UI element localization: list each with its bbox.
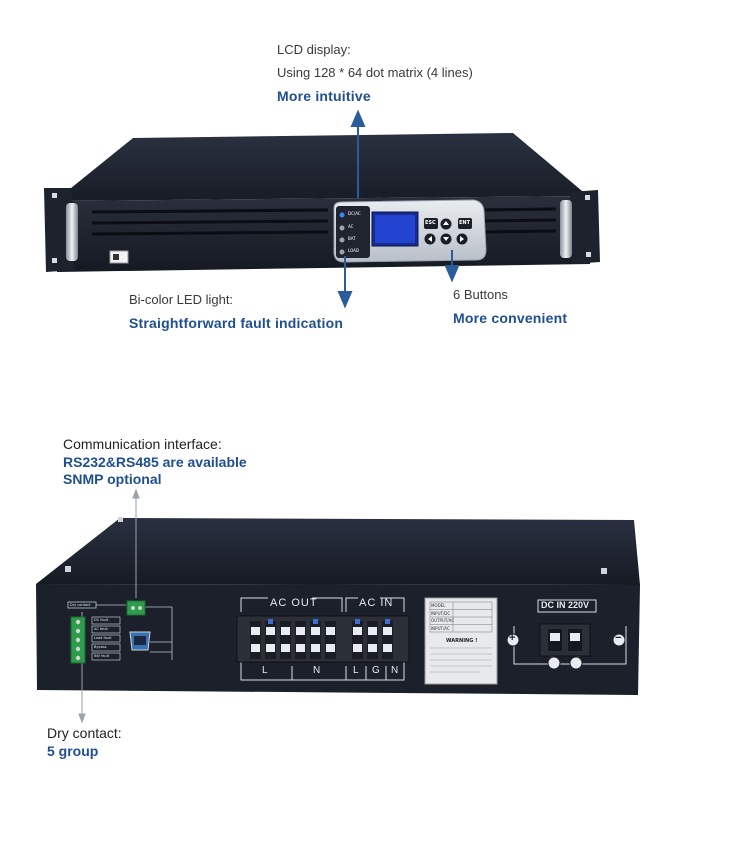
led-indicator-bat [339,237,345,243]
plate-row-model: MODEL [431,603,446,608]
ac-in-n-label: N [391,665,399,676]
buttons-callout-arrowhead-icon [444,265,460,283]
led-caption-highlight: Straightforward fault indication [129,315,344,331]
comm-caption-snmp: SNMP optional [63,471,162,487]
lcd-callout-arrowhead-icon [350,109,366,127]
plus-icon [506,633,520,647]
dry-contact-item-box [91,643,121,652]
ac-in-label: AC IN [359,597,394,609]
rack-screw [52,193,57,198]
led-label-ac: AC [348,224,354,229]
power-switch-rocker [113,254,119,260]
comm-callout-arrowhead-icon [132,488,140,499]
rack-ear-right [570,190,600,264]
ac-in-l-label: L [353,665,359,676]
lcd-caption-title: LCD display: [277,42,351,57]
front-chassis-top [55,133,588,201]
back-chassis-top [36,518,640,585]
chassis-screw [65,566,71,572]
buttons-caption-title: 6 Buttons [453,287,508,302]
left-arrow-icon [428,236,432,242]
plus-icon [547,656,561,670]
ac-terminal-screws [250,619,393,659]
dc-minus-label: − [615,632,622,644]
lcd-caption-highlight: More intuitive [277,88,371,104]
led-caption-title: Bi-color LED light: [129,292,234,307]
led-indicator-load [339,249,345,255]
ac-out-n-label: N [313,665,321,676]
minus-icon [569,656,583,670]
dry-contact-item: AC fault [94,627,108,631]
down-arrow-icon [443,237,449,241]
right-arrow-icon [460,236,464,242]
led-callout-arrowhead-icon [337,291,353,309]
db9-pins [134,636,146,645]
led-indicator-ac [339,225,345,231]
lcd-screen [375,215,415,243]
comm-terminal [126,600,146,616]
dry-contact-item: Bypass [94,645,107,649]
dry-contact-item: DC fault [94,618,109,622]
dry-contact-caption-title: Dry contact: [47,725,122,741]
ent-button-shape [458,218,472,229]
ac-in-g-label: G [372,665,380,676]
chassis-screw [118,517,123,522]
esc-button-shape [424,218,438,229]
led-panel [336,206,370,258]
buttons-caption-highlight: More convenient [453,310,568,326]
plate-warning: WARNING ! [446,638,478,644]
rack-screw [586,252,591,257]
dry-contact-caption-count: 5 group [47,743,99,759]
plate-row-input-ac: INPUT/AC [431,626,450,631]
rack-screw [52,258,57,263]
handle-right [560,200,572,258]
plate-row-input-dc: INPUT/DC [431,611,451,616]
dry-contact-item-box [91,625,121,634]
rack-screw [585,195,590,200]
led-label-load: LOAD [348,248,359,253]
led-label-dcac: DC/AC [348,211,361,216]
comm-caption-rs: RS232&RS485 are available [63,454,247,470]
dry-contact-item: Load fault [94,636,112,640]
led-indicator-dcac [339,212,345,218]
dc-terminal-block [539,623,591,657]
comm-caption-title: Communication interface: [63,436,222,452]
plate-row-output-ac: OUTPUT/AC [431,618,455,623]
ac-terminal-outline [240,597,405,681]
dc-in-label: DC IN 220V [541,600,590,610]
dc-plus-label: + [509,632,516,644]
ent-button-label: ENT [459,220,471,226]
dry-contact-item: INV fault [94,654,110,658]
dry-contact-callout-arrowhead-icon [78,713,86,724]
dry-contact-item-box [91,652,121,661]
led-label-bat: BAT [348,236,356,241]
ac-out-l-label: L [262,665,268,676]
lcd-caption-detail: Using 128 * 64 dot matrix (4 lines) [277,65,473,80]
up-arrow-icon [443,221,449,225]
chassis-screw [601,568,607,574]
dry-contact-title: Dry contact [70,603,91,607]
esc-button-label: ESC [425,220,436,226]
front-vents [91,207,557,236]
dry-contact-item-box [91,616,121,625]
minus-icon [612,633,626,647]
nameplate [424,597,498,685]
ac-out-label: AC OUT [270,597,318,609]
handle-left [66,203,78,261]
dry-contact-item-box [91,634,121,643]
